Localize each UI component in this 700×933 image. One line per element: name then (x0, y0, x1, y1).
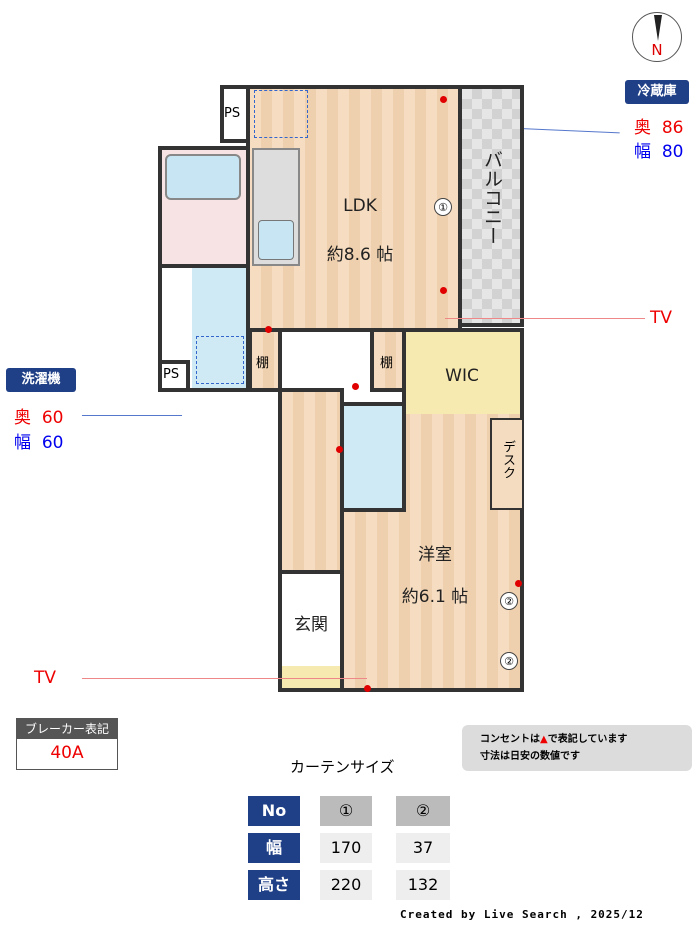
western-label: 洋室 (418, 545, 452, 565)
ldk-label: LDK (343, 196, 377, 216)
breaker-value: 40A (50, 743, 84, 763)
balcony (458, 85, 524, 327)
outlet-icon (352, 383, 359, 390)
entrance-label: 玄関 (294, 615, 328, 635)
ldk-size: 約8.6 帖 (326, 245, 394, 265)
desk (490, 418, 524, 510)
compass: N (632, 12, 682, 62)
credit: Created by Live Search , 2025/12 (400, 908, 644, 921)
curtain-header-2: ② (396, 796, 450, 826)
ps-box-bottom (158, 360, 190, 392)
wic-room (402, 328, 524, 418)
curtain-title: カーテンサイズ (290, 758, 395, 776)
breaker-title: ブレーカー表記 (17, 719, 117, 739)
fridge-space (254, 90, 308, 138)
western-size: 約6.1 帖 (401, 587, 469, 607)
width-label: 幅 (14, 433, 31, 453)
outlet-icon (440, 287, 447, 294)
depth-label: 奥 (14, 408, 31, 428)
width-label: 幅 (634, 142, 651, 162)
note-text: で表記しています (547, 734, 628, 745)
width-value: 80 (661, 142, 684, 162)
curtain-marker-1: ① (434, 198, 452, 216)
shelf-left (248, 328, 282, 392)
desk-label: デスク (500, 440, 515, 479)
washer-width: 幅 60 (14, 428, 63, 453)
outlet-icon (364, 685, 371, 692)
outlet-icon (515, 580, 522, 587)
tv-leader-left (82, 678, 367, 679)
curtain-cell: 220 (320, 870, 372, 900)
curtain-header-1: ① (320, 796, 372, 826)
curtain-row-label: 高さ (248, 870, 300, 900)
note-text: コンセントは (480, 734, 540, 745)
wic-label: WIC (445, 366, 479, 386)
washer-space (196, 336, 244, 384)
tv-label-left: TV (34, 668, 57, 688)
depth-value: 60 (41, 408, 64, 428)
ps-box-top (220, 85, 250, 143)
curtain-header-no: No (248, 796, 300, 826)
outlet-icon (440, 96, 447, 103)
washer-area (192, 268, 246, 388)
note-line1: コンセントは▲で表記しています (480, 731, 674, 748)
curtain-cell: 170 (320, 833, 372, 863)
depth-label: 奥 (634, 118, 651, 138)
curtain-marker-2b: ② (500, 652, 518, 670)
shelf1-label: 棚 (256, 356, 270, 371)
sink (258, 220, 294, 260)
width-value: 60 (41, 433, 64, 453)
note-box: コンセントは▲で表記しています 寸法は日安の数値です (462, 725, 692, 771)
washer-depth: 奥 60 (14, 403, 63, 428)
north-needle-icon (654, 15, 662, 41)
tv-leader-right (445, 318, 645, 319)
curtain-cell: 132 (396, 870, 450, 900)
toilet-front (340, 402, 406, 512)
outlet-icon (265, 326, 272, 333)
curtain-cell: 37 (396, 833, 450, 863)
tv-label-right: TV (650, 308, 673, 328)
fridge-title: 冷蔵庫 (625, 80, 689, 104)
depth-value: 86 (661, 118, 684, 138)
balcony-label: バルコニー (481, 150, 503, 245)
north-label: N (651, 41, 663, 59)
bathtub (165, 154, 241, 200)
outlet-legend-icon: ▲ (540, 734, 548, 745)
note-line2: 寸法は日安の数値です (480, 751, 580, 762)
shelf-right (370, 328, 406, 392)
hallway (278, 388, 344, 574)
entrance-step (282, 666, 340, 688)
fridge-width: 幅 80 (634, 137, 683, 162)
outlet-icon (336, 446, 343, 453)
ps1-label: PS (224, 106, 241, 121)
fridge-depth: 奥 86 (634, 113, 683, 138)
washer-title: 洗濯機 (6, 368, 76, 392)
curtain-marker-2a: ② (500, 592, 518, 610)
curtain-row-label: 幅 (248, 833, 300, 863)
ps2-label: PS (163, 367, 180, 382)
breaker-box: ブレーカー表記 40A (16, 718, 118, 770)
washer-leader (82, 415, 182, 416)
shelf2-label: 棚 (380, 356, 394, 371)
